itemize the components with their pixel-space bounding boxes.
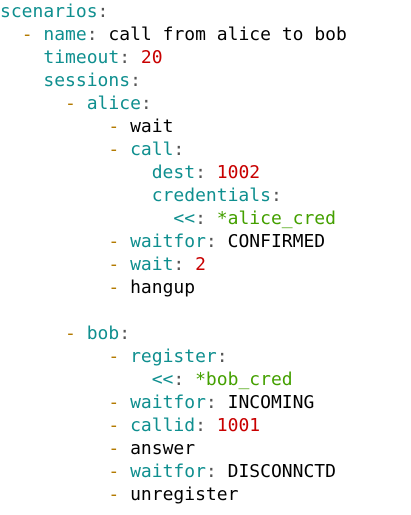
list-dash: - xyxy=(108,438,120,459)
yaml-value: answer xyxy=(130,438,196,459)
yaml-key: waitfor xyxy=(130,392,206,413)
key-colon: : xyxy=(195,162,206,183)
code-line: - hangup xyxy=(0,276,411,299)
key-colon: : xyxy=(119,323,131,344)
key-colon: : xyxy=(97,1,109,22)
code-line: - callid: 1001 xyxy=(0,414,411,437)
code-line: - waitfor: CONFIRMED xyxy=(0,230,411,253)
code-line: sessions: xyxy=(0,69,411,92)
yaml-key: waitfor xyxy=(130,231,206,252)
key-colon: : xyxy=(205,392,217,413)
list-dash: - xyxy=(65,93,76,114)
key-colon: : xyxy=(119,47,131,68)
list-dash: - xyxy=(65,323,76,344)
list-dash: - xyxy=(108,254,120,275)
key-colon: : xyxy=(205,231,217,252)
code-line xyxy=(0,299,411,322)
code-line: - call: xyxy=(0,138,411,161)
list-dash: - xyxy=(108,484,120,505)
list-dash: - xyxy=(108,277,120,298)
key-colon: : xyxy=(140,93,152,114)
key-colon: : xyxy=(216,346,228,367)
yaml-key: timeout xyxy=(43,47,120,68)
yaml-key: dest xyxy=(151,162,196,183)
key-colon: : xyxy=(195,208,206,229)
code-line: - name: call from alice to bob xyxy=(0,23,411,46)
yaml-value: CONFIRMED xyxy=(227,231,326,252)
list-dash: - xyxy=(108,231,120,252)
code-line: <<: *bob_cred xyxy=(0,368,411,391)
key-colon: : xyxy=(195,415,206,436)
merge-key: << xyxy=(173,208,196,229)
yaml-value: DISCONNCTD xyxy=(227,461,336,482)
key-colon: : xyxy=(205,461,217,482)
yaml-number-value: 1002 xyxy=(216,162,261,183)
code-line: - wait xyxy=(0,115,411,138)
yaml-value: hangup xyxy=(130,277,196,298)
list-dash: - xyxy=(108,415,120,436)
list-dash: - xyxy=(108,461,120,482)
yaml-key: call xyxy=(130,139,174,160)
yaml-key: wait xyxy=(130,254,174,275)
code-line: - wait: 2 xyxy=(0,253,411,276)
yaml-key: scenarios xyxy=(0,1,98,22)
key-colon: : xyxy=(173,254,185,275)
yaml-key: alice xyxy=(86,93,141,114)
yaml-value: wait xyxy=(130,116,174,137)
yaml-key: register xyxy=(130,346,217,367)
yaml-key: sessions xyxy=(43,70,131,91)
key-colon: : xyxy=(130,70,141,91)
list-dash: - xyxy=(108,139,120,160)
code-line: - register: xyxy=(0,345,411,368)
merge-key: << xyxy=(151,369,174,390)
key-colon: : xyxy=(86,24,98,45)
code-line: scenarios: xyxy=(0,0,411,23)
list-dash: - xyxy=(21,24,33,45)
yaml-number-value: 2 xyxy=(195,254,206,275)
yaml-key: waitfor xyxy=(130,461,206,482)
code-line: - unregister xyxy=(0,483,411,506)
list-dash: - xyxy=(108,392,120,413)
yaml-alias-value: *bob_cred xyxy=(195,369,293,390)
code-line: <<: *alice_cred xyxy=(0,207,411,230)
list-dash: - xyxy=(108,116,120,137)
key-colon: : xyxy=(270,185,282,206)
yaml-value: unregister xyxy=(130,484,239,505)
yaml-key: bob xyxy=(86,323,120,344)
code-line: - answer xyxy=(0,437,411,460)
code-line: timeout: 20 xyxy=(0,46,411,69)
yaml-number-value: 20 xyxy=(140,47,163,68)
yaml-value: call from alice to bob xyxy=(108,24,347,45)
code-line: dest: 1002 xyxy=(0,161,411,184)
yaml-alias-value: *alice_cred xyxy=(216,208,336,229)
yaml-number-value: 1001 xyxy=(216,415,261,436)
yaml-key: credentials xyxy=(151,185,271,206)
code-line: - alice: xyxy=(0,92,411,115)
code-line: - waitfor: INCOMING xyxy=(0,391,411,414)
code-line: credentials: xyxy=(0,184,411,207)
code-line: - bob: xyxy=(0,322,411,345)
key-colon: : xyxy=(173,139,185,160)
yaml-key: callid xyxy=(130,415,196,436)
key-colon: : xyxy=(173,369,185,390)
code-line: - waitfor: DISCONNCTD xyxy=(0,460,411,483)
yaml-value: INCOMING xyxy=(227,392,315,413)
yaml-key: name xyxy=(43,24,87,45)
list-dash: - xyxy=(108,346,120,367)
